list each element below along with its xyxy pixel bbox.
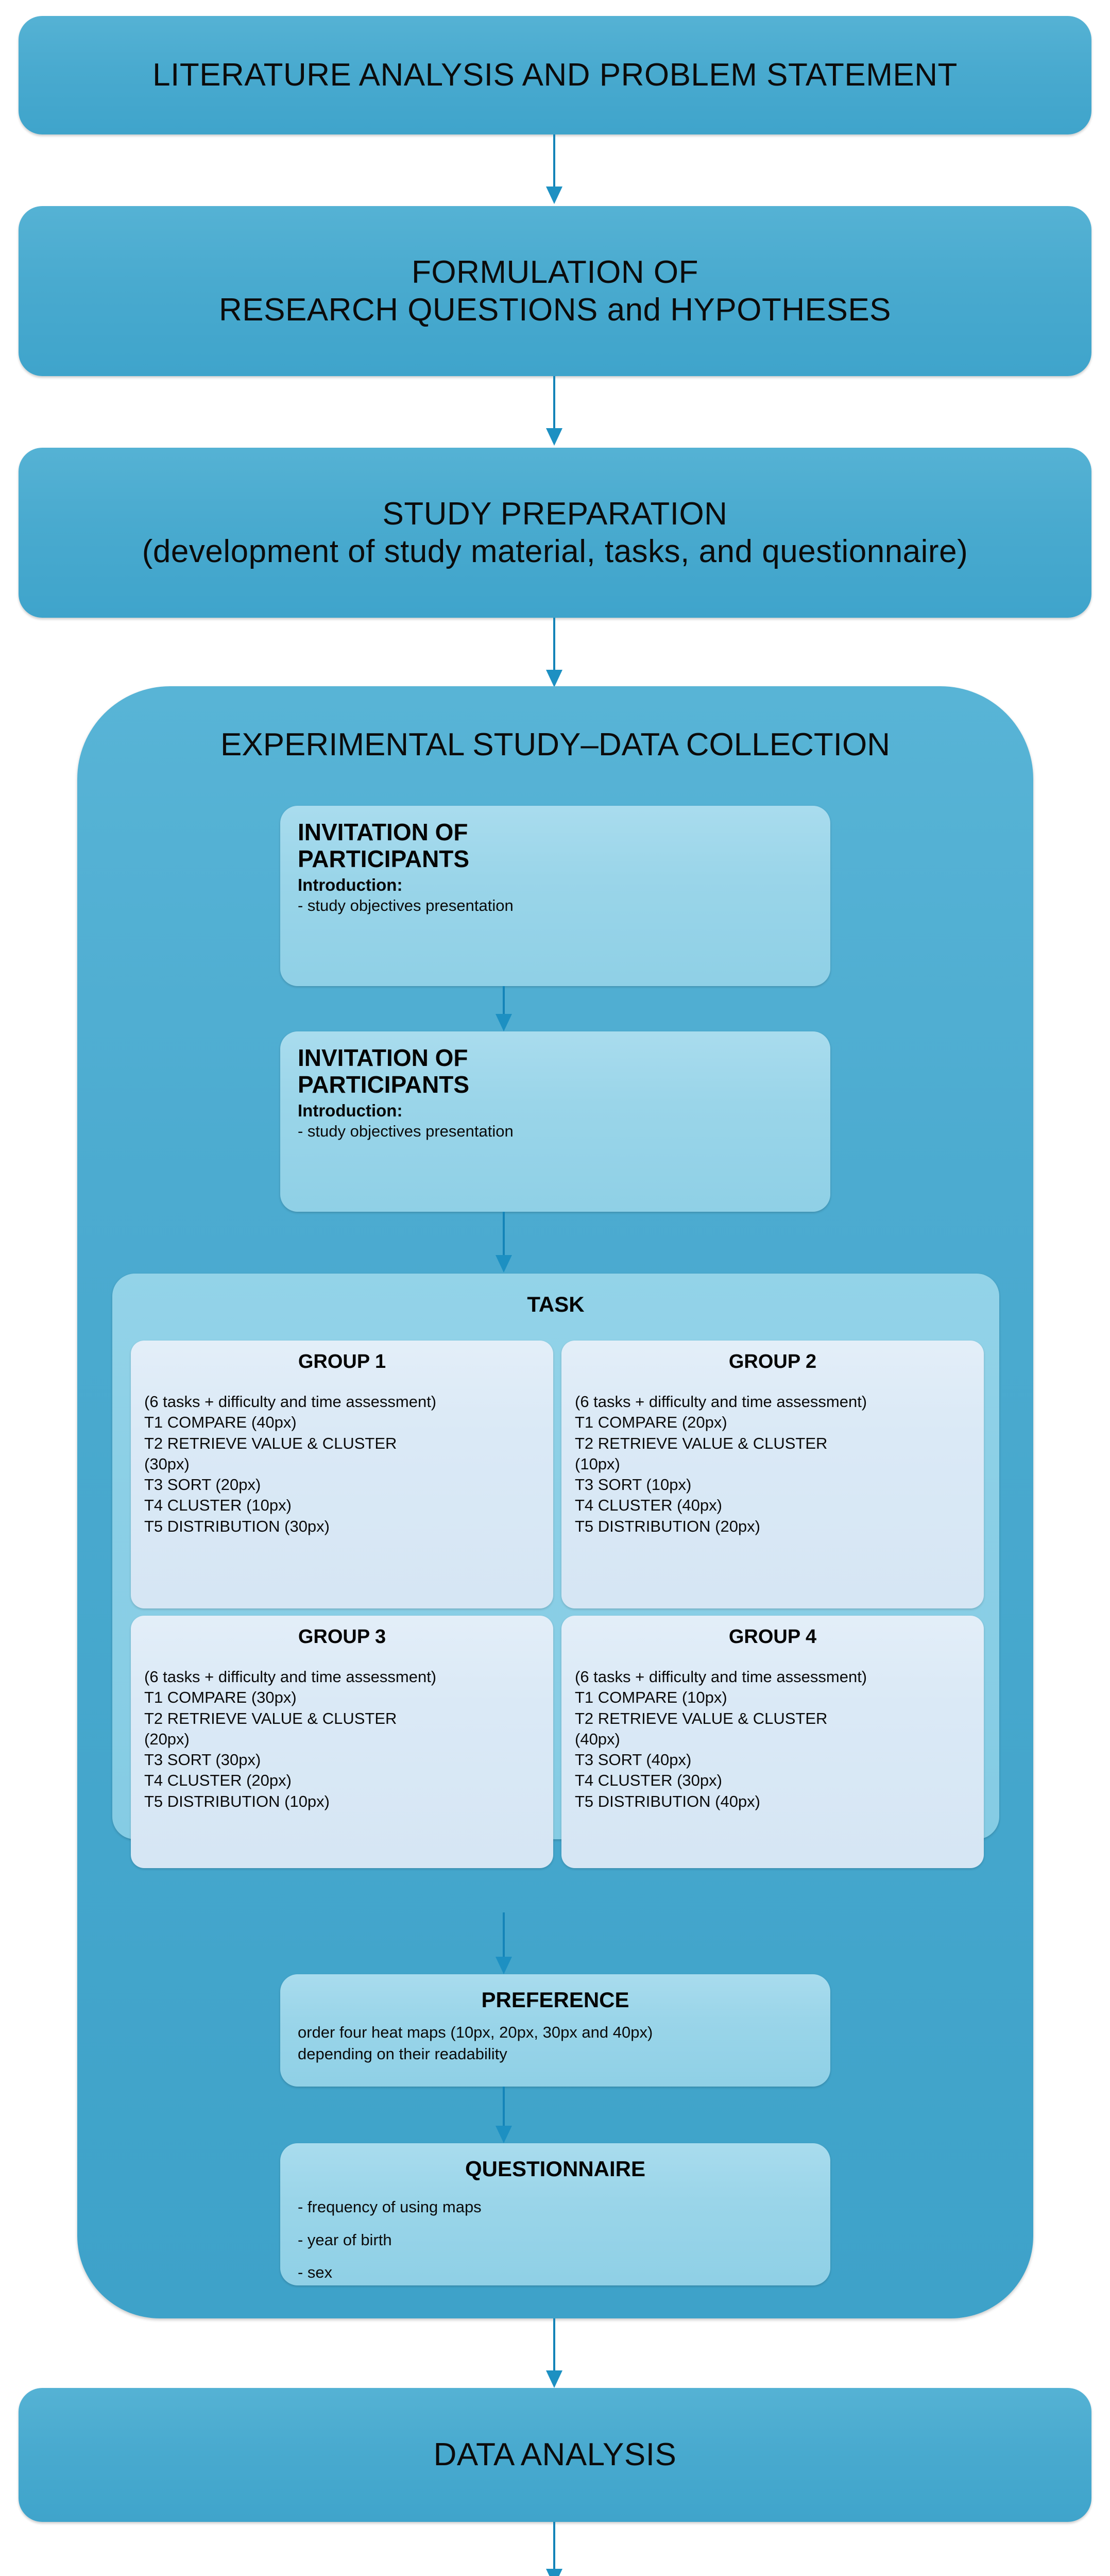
questionnaire-box: QUESTIONNAIRE - frequency of using maps … (280, 2143, 830, 2285)
stage-data-analysis-label: DATA ANALYSIS (433, 2437, 677, 2473)
invitation-1-title: INVITATION OF PARTICIPANTS (298, 819, 470, 872)
invitation-of-participants-box-1: INVITATION OF PARTICIPANTS Introduction:… (280, 806, 830, 986)
invitation-2-bullet: - study objectives presentation (298, 1122, 514, 1141)
arrow-literature-to-formulation (544, 134, 565, 204)
arrow-invitation1-to-invitation2 (492, 986, 515, 1031)
experimental-study-title: EXPERIMENTAL STUDY–DATA COLLECTION (220, 727, 890, 762)
group-box-3: GROUP 3 (6 tasks + difficulty and time a… (131, 1616, 553, 1868)
questionnaire-title: QUESTIONNAIRE (465, 2157, 646, 2181)
invitation-1-bullet: - study objectives presentation (298, 896, 514, 915)
stage-data-analysis: DATA ANALYSIS (19, 2388, 1091, 2522)
task-panel: TASK GROUP 1 (6 tasks + difficulty and t… (112, 1274, 999, 1868)
arrow-task-to-preference (492, 1912, 515, 1974)
stage-formulation-label: FORMULATION OF RESEARCH QUESTIONS and HY… (218, 254, 892, 328)
stage-formulation: FORMULATION OF RESEARCH QUESTIONS and HY… (19, 206, 1091, 376)
group-2-tasks: (6 tasks + difficulty and time assessmen… (575, 1393, 867, 1535)
group-4-title: GROUP 4 (728, 1626, 817, 1648)
stage-study-preparation-label: STUDY PREPARATION (development of study … (142, 496, 968, 569)
preference-title: PREFERENCE (481, 1988, 629, 2012)
arrow-experimental-to-data-analysis (544, 2318, 565, 2388)
questionnaire-items: - frequency of using maps - year of birt… (298, 2198, 482, 2282)
group-3-title: GROUP 3 (298, 1626, 386, 1648)
group-1-tasks: (6 tasks + difficulty and time assessmen… (144, 1393, 437, 1535)
arrow-preference-to-questionnaire (492, 2087, 515, 2143)
preference-body: order four heat maps (10px, 20px, 30px a… (298, 2023, 653, 2063)
invitation-1-introduction-label: Introduction: (298, 875, 403, 895)
group-box-4: GROUP 4 (6 tasks + difficulty and time a… (561, 1616, 984, 1868)
group-3-tasks: (6 tasks + difficulty and time assessmen… (144, 1668, 437, 1810)
group-4-tasks: (6 tasks + difficulty and time assessmen… (575, 1668, 867, 1810)
arrow-formulation-to-preparation (544, 376, 565, 446)
invitation-2-title: INVITATION OF PARTICIPANTS (298, 1044, 470, 1098)
arrow-invitation2-to-task (492, 1212, 515, 1273)
task-panel-title: TASK (527, 1292, 585, 1316)
stage-literature-analysis: LITERATURE ANALYSIS AND PROBLEM STATEMEN… (19, 16, 1091, 134)
group-box-1: GROUP 1 (6 tasks + difficulty and time a… (131, 1341, 553, 1608)
experimental-study-container: EXPERIMENTAL STUDY–DATA COLLECTION INVIT… (77, 686, 1033, 2318)
invitation-2-introduction-label: Introduction: (298, 1101, 403, 1121)
stage-literature-label: LITERATURE ANALYSIS AND PROBLEM STATEMEN… (152, 57, 958, 93)
invitation-of-participants-box-2: INVITATION OF PARTICIPANTS Introduction:… (280, 1031, 830, 1212)
stage-study-preparation: STUDY PREPARATION (development of study … (19, 448, 1091, 618)
preference-box: PREFERENCE order four heat maps (10px, 2… (280, 1974, 830, 2087)
arrow-preparation-to-experimental (544, 618, 565, 687)
group-1-title: GROUP 1 (298, 1351, 386, 1372)
arrow-data-analysis-to-conclusions (544, 2522, 565, 2576)
group-box-2: GROUP 2 (6 tasks + difficulty and time a… (561, 1341, 984, 1608)
group-2-title: GROUP 2 (728, 1351, 817, 1372)
